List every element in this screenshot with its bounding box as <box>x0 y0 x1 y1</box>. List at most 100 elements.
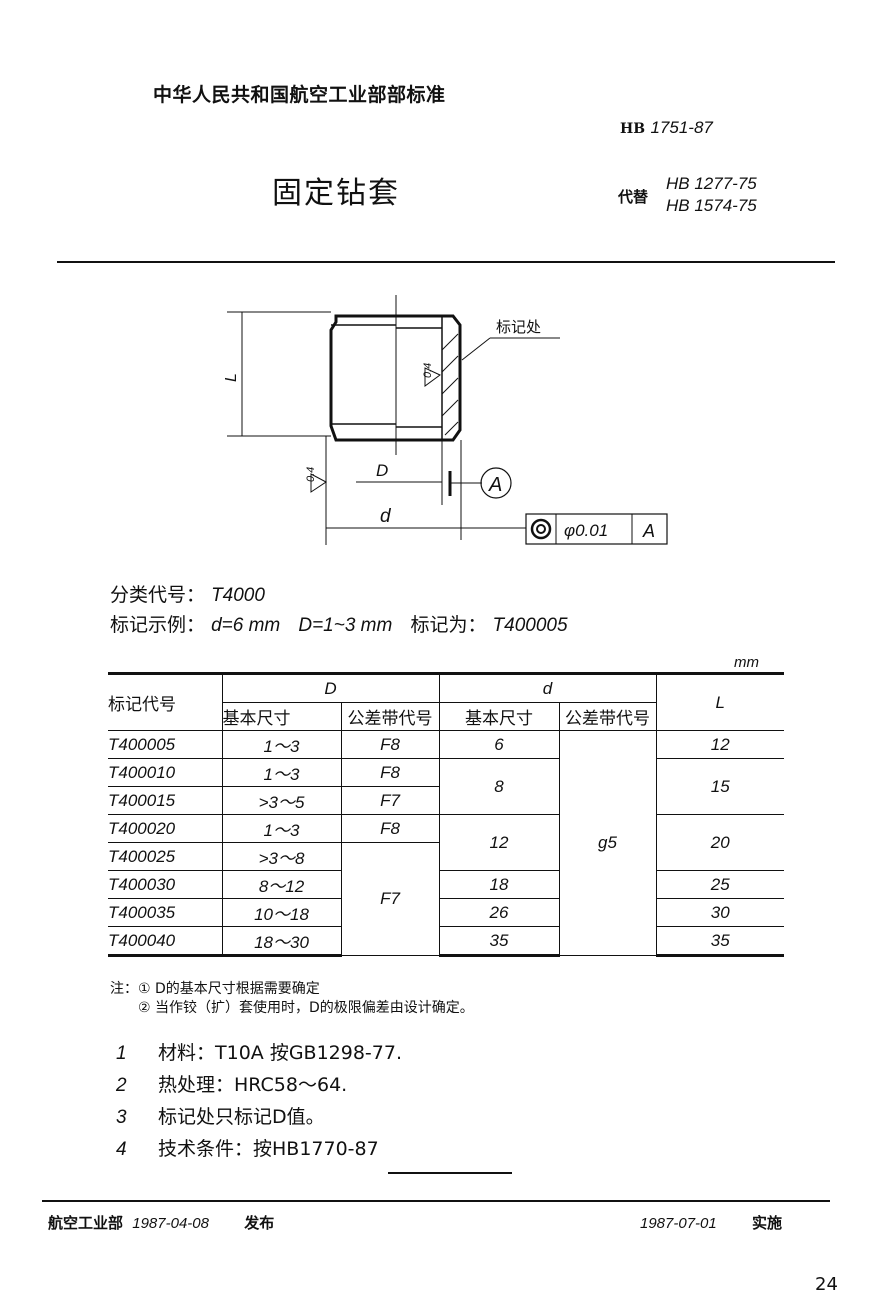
replaces-label: 代替 <box>618 188 649 206</box>
header-d-basic-size: 基本尺寸 <box>438 702 560 731</box>
standard-number: HB 1751-87 <box>620 118 713 138</box>
classification-code: T4000 <box>211 585 265 606</box>
effective-date: 1987-07-01 <box>640 1215 717 1232</box>
table-row: T400010 1～3 F8 8 15 <box>108 758 784 815</box>
requirement-number: 3 <box>116 1107 127 1128</box>
example-d: d=6 mm <box>211 615 281 636</box>
page-number: 24 <box>815 1274 838 1295</box>
note-2: ② 当作铰（扩）套使用时，D的极限偏差由设计确定。 <box>138 1000 474 1016</box>
standard-code: 1751-87 <box>650 118 713 137</box>
dim-L-label: L <box>223 373 240 382</box>
effective-label: 实施 <box>751 1214 782 1232</box>
cell-L: 25 <box>655 870 784 899</box>
cell-code: T400040 <box>108 926 223 957</box>
table-row: T400035 10～18 26 30 <box>108 898 784 927</box>
requirement-1: 1 材料：T10A 按GB1298-77. <box>116 1038 402 1065</box>
cell-code: T400025 <box>108 842 223 871</box>
cell-D-size: 8～12 <box>221 870 342 899</box>
dim-D-label: D <box>376 461 388 480</box>
cell-D-tol: F8 <box>340 730 440 759</box>
header-d: d <box>438 672 657 703</box>
header-L: L <box>655 672 784 731</box>
cell-code: T400005 <box>108 730 223 759</box>
issue-label: 发布 <box>244 1214 275 1232</box>
marking-location-label: 标记处 <box>496 319 541 336</box>
cell-D-tol: F7 <box>340 842 439 956</box>
header-D-tolerance: 公差带代号 <box>340 702 440 731</box>
cell-L: 15 <box>655 758 784 815</box>
cell-d-size: 18 <box>438 870 560 899</box>
cell-D-size: >3～8 <box>221 842 342 871</box>
marking-example-line: 标记示例： d=6 mm D=1~3 mm 标记为： T400005 <box>110 610 568 637</box>
tolerance-datum: A <box>642 521 655 541</box>
cell-L: 12 <box>655 730 784 759</box>
issue-date: 1987-04-08 <box>132 1215 209 1232</box>
classification-code-line: 分类代号： T4000 <box>110 580 265 607</box>
issuing-organization: 中华人民共和国航空工业部部标准 <box>153 84 446 106</box>
datum-A-label: A <box>488 474 502 496</box>
cell-d-size: 26 <box>438 898 560 927</box>
cell-code: T400010 <box>108 758 223 787</box>
cell-D-tol: F8 <box>340 758 440 787</box>
header-d-tolerance: 公差带代号 <box>558 702 656 731</box>
cell-code: T400035 <box>108 898 223 927</box>
cell-d-tol: g5 <box>558 730 657 956</box>
roughness-value-2: 0.4 <box>305 467 317 482</box>
cell-d-size: 12 <box>438 814 560 871</box>
requirement-4: 4 技术条件：按HB1770-87 <box>116 1134 379 1161</box>
requirement-3: 3 标记处只标记D值。 <box>116 1102 325 1129</box>
requirement-number: 2 <box>116 1075 127 1096</box>
header-code: 标记代号 <box>108 672 223 731</box>
cell-code: T400015 <box>108 786 223 815</box>
table-row: T400030 8～12 18 25 <box>108 870 784 899</box>
marking-example-label: 标记示例： <box>110 614 206 636</box>
footer-divider <box>42 1200 830 1202</box>
cell-D-size: 1～3 <box>221 730 342 759</box>
requirement-text: 技术条件：按HB1770-87 <box>158 1138 379 1160</box>
issue-info: 航空工业部 1987-04-08 发布 <box>48 1212 274 1233</box>
cell-D-size: 1～3 <box>221 814 342 843</box>
dimension-table: 标记代号 D d L 基本尺寸 公差带代号 基本尺寸 公差带代号 T400005… <box>108 672 784 957</box>
table-unit: mm <box>734 654 759 671</box>
cell-D-size: 10～18 <box>221 898 342 927</box>
header-D-basic-size: 基本尺寸 <box>222 702 342 731</box>
table-row: T400040 18～30 35 35 <box>108 926 784 957</box>
header-D: D <box>221 672 440 703</box>
requirement-text: 材料：T10A 按GB1298-77. <box>158 1042 403 1064</box>
note-1: ① D的基本尺寸根据需要确定 <box>138 981 320 997</box>
table-row: T400015 >3～5 F7 <box>108 786 784 815</box>
standard-prefix: HB <box>620 121 646 137</box>
roughness-value-1: 0.4 <box>422 363 434 378</box>
cell-code: T400030 <box>108 870 223 899</box>
table-notes: 注：① D的基本尺寸根据需要确定 ② 当作铰（扩）套使用时，D的极限偏差由设计确… <box>110 980 474 1018</box>
cell-code: T400020 <box>108 814 223 843</box>
requirement-number: 1 <box>116 1043 127 1064</box>
notes-label: 注： <box>110 981 138 997</box>
cell-D-size: >3～5 <box>221 786 342 815</box>
cell-L: 35 <box>655 926 784 957</box>
header-divider <box>57 261 835 263</box>
cell-D-tol: F8 <box>340 814 440 843</box>
table-row: T400020 1～3 F8 12 20 <box>108 814 784 871</box>
requirements-end-line <box>388 1172 512 1174</box>
issuer: 航空工业部 <box>48 1214 124 1232</box>
cell-d-size: 8 <box>438 758 560 815</box>
tolerance-value: φ0.01 <box>564 521 608 540</box>
document-title: 固定钻套 <box>272 176 400 211</box>
replaced-standard-1: HB 1277-75 <box>666 174 757 193</box>
example-D: D=1~3 mm <box>298 615 393 636</box>
cell-d-size: 35 <box>438 926 560 957</box>
table-row: T400005 1～3 F8 6 g5 12 <box>108 730 784 956</box>
bushing-drawing: L 标记处 0.4 D A 0.4 d φ0.01 A <box>223 295 668 545</box>
effective-info: 1987-07-01 实施 <box>640 1212 782 1233</box>
cell-D-size: 1～3 <box>221 758 342 787</box>
requirement-number: 4 <box>116 1139 127 1160</box>
classification-code-label: 分类代号： <box>110 584 206 606</box>
cell-d-size: 6 <box>438 730 560 759</box>
cell-L: 20 <box>655 814 784 871</box>
dim-d-label: d <box>380 506 392 527</box>
requirement-text: 标记处只标记D值。 <box>158 1106 325 1128</box>
cell-D-tol: F7 <box>340 786 439 815</box>
cell-D-size: 18～30 <box>221 926 342 957</box>
